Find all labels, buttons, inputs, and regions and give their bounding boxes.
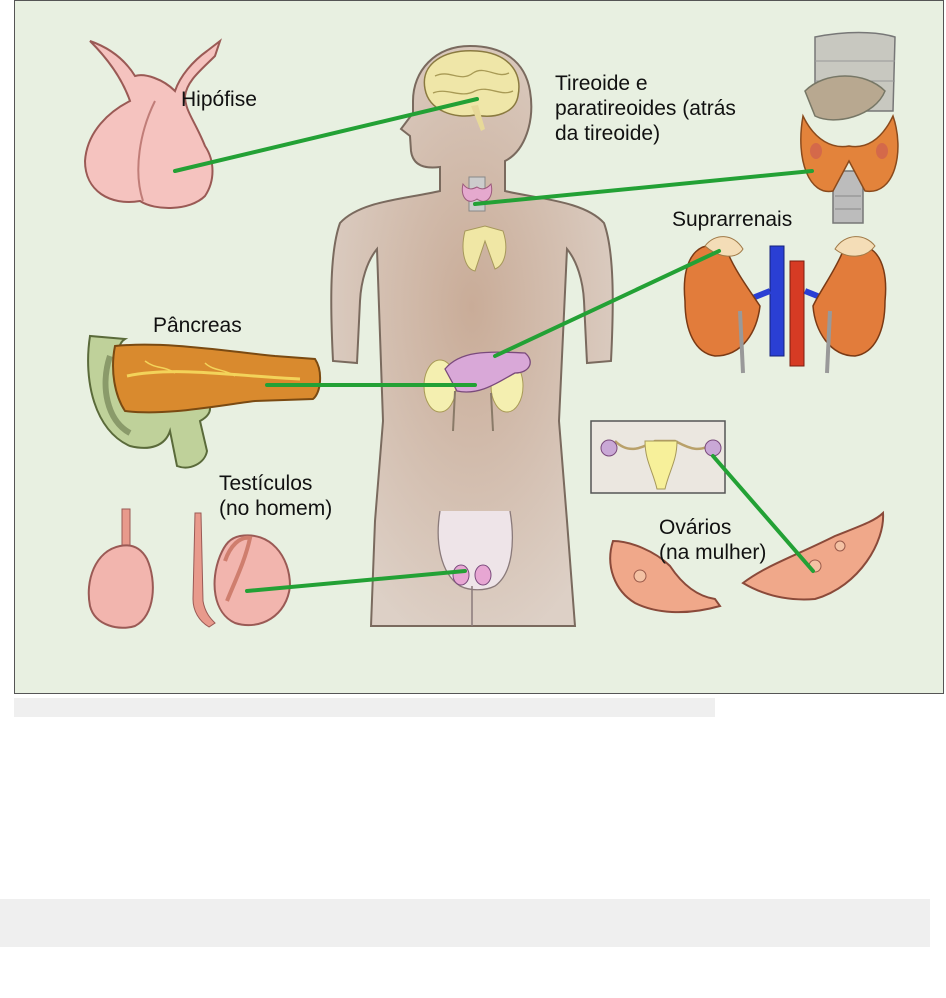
label-suprarrenais: Suprarrenais: [672, 207, 792, 232]
hypophysis-illustration: [85, 41, 220, 208]
caption-placeholder-bar: [14, 698, 715, 717]
adrenal-kidneys-illustration: [684, 237, 885, 373]
uterus-inset: [591, 421, 725, 493]
label-hipofise: Hipófise: [181, 87, 257, 112]
connector-tireoide: [475, 171, 812, 204]
footer-placeholder-bar: [0, 899, 930, 947]
label-tireoide: Tireoide e paratireoides (atrás da tireo…: [555, 71, 736, 146]
label-pancreas: Pâncreas: [153, 313, 242, 338]
testicles-illustration: [89, 509, 290, 628]
label-testiculos: Testículos (no homem): [219, 471, 332, 521]
thyroid-illustration: [801, 33, 898, 224]
label-ovarios: Ovários (na mulher): [659, 515, 766, 565]
diagram-artwork: [15, 1, 942, 692]
endocrine-diagram: Hipófise Tireoide e paratireoides (atrás…: [14, 0, 944, 694]
pancreas-illustration: [88, 336, 320, 468]
